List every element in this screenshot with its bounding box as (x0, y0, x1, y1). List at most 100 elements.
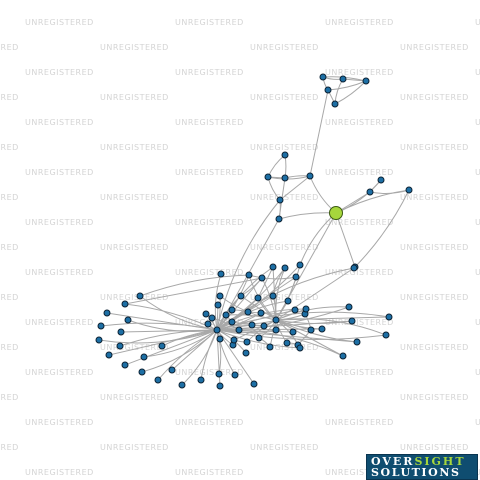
entity-node[interactable] (213, 326, 221, 334)
entity-node[interactable] (202, 310, 210, 318)
entity-node[interactable] (215, 370, 223, 378)
watermark-text: UNREGISTERED (250, 443, 319, 452)
entity-node[interactable] (324, 86, 332, 94)
entity-node[interactable] (140, 353, 148, 361)
entity-node[interactable] (284, 297, 292, 305)
entity-node[interactable] (266, 343, 274, 351)
entity-node[interactable] (237, 292, 245, 300)
watermark-text: UNREGISTERED (400, 143, 469, 152)
entity-node[interactable] (117, 328, 125, 336)
entity-node[interactable] (228, 318, 236, 326)
entity-node[interactable] (197, 376, 205, 384)
entity-node[interactable] (158, 342, 166, 350)
network-edge (216, 329, 358, 343)
watermark-text: UNREGISTERED (25, 368, 94, 377)
entity-node[interactable] (258, 274, 266, 282)
entity-node[interactable] (339, 352, 347, 360)
entity-node[interactable] (281, 264, 289, 272)
entity-node[interactable] (292, 273, 300, 281)
entity-node[interactable] (264, 173, 272, 181)
entity-node[interactable] (377, 176, 385, 184)
watermark-text: UNREGISTERED (400, 443, 469, 452)
entity-node[interactable] (296, 344, 304, 352)
entity-node[interactable] (281, 151, 289, 159)
entity-node[interactable] (275, 215, 283, 223)
entity-node[interactable] (116, 342, 124, 350)
entity-node[interactable] (95, 336, 103, 344)
entity-node[interactable] (307, 326, 315, 334)
entity-node[interactable] (306, 172, 314, 180)
entity-node[interactable] (105, 351, 113, 359)
entity-node[interactable] (272, 326, 280, 334)
entity-node[interactable] (302, 305, 310, 313)
entity-node[interactable] (318, 325, 326, 333)
entity-node[interactable] (231, 371, 239, 379)
entity-node[interactable] (385, 313, 393, 321)
entity-node[interactable] (281, 174, 289, 182)
entity-node[interactable] (244, 308, 252, 316)
entity-node[interactable] (296, 261, 304, 269)
entity-node[interactable] (353, 338, 361, 346)
watermark-text: UNREGISTERED (25, 118, 94, 127)
entity-node[interactable] (243, 338, 251, 346)
entity-node[interactable] (257, 309, 265, 317)
entity-node[interactable] (276, 196, 284, 204)
entity-node[interactable] (216, 292, 224, 300)
logo-text-sight: SIGHT (414, 455, 466, 468)
entity-node[interactable] (362, 77, 370, 85)
entity-node[interactable] (214, 301, 222, 309)
entity-node[interactable] (254, 294, 262, 302)
entity-node[interactable] (103, 309, 111, 317)
entity-node[interactable] (154, 376, 162, 384)
entity-node[interactable] (136, 292, 144, 300)
entity-node[interactable] (178, 381, 186, 389)
entity-node[interactable] (121, 300, 129, 308)
focus-entity-node[interactable] (329, 206, 343, 220)
entity-node[interactable] (331, 100, 339, 108)
watermark-text: UNREGISTERED (0, 193, 19, 202)
entity-node[interactable] (269, 263, 277, 271)
watermark-text: UNREGISTERED (400, 93, 469, 102)
entity-node[interactable] (289, 328, 297, 336)
watermark-text: UNREGISTERED (0, 443, 19, 452)
entity-node[interactable] (250, 380, 258, 388)
entity-node[interactable] (228, 306, 236, 314)
watermark-text: UNREGISTERED (475, 368, 480, 377)
entity-node[interactable] (339, 75, 347, 83)
entity-node[interactable] (405, 186, 413, 194)
network-edge (100, 322, 218, 331)
entity-node[interactable] (245, 271, 253, 279)
entity-node[interactable] (269, 292, 277, 300)
entity-node[interactable] (168, 366, 176, 374)
entity-node[interactable] (348, 317, 356, 325)
entity-node[interactable] (235, 326, 243, 334)
entity-node[interactable] (350, 264, 358, 272)
entity-node[interactable] (230, 336, 238, 344)
entity-node[interactable] (319, 73, 327, 81)
entity-node[interactable] (248, 321, 256, 329)
entity-node[interactable] (222, 311, 230, 319)
entity-node[interactable] (138, 368, 146, 376)
entity-node[interactable] (291, 306, 299, 314)
entity-node[interactable] (216, 382, 224, 390)
entity-node[interactable] (255, 334, 263, 342)
entity-node[interactable] (208, 314, 216, 322)
entity-node[interactable] (97, 322, 105, 330)
entity-node[interactable] (204, 320, 212, 328)
entity-node[interactable] (366, 188, 374, 196)
watermark-text: UNREGISTERED (250, 143, 319, 152)
entity-node[interactable] (260, 322, 268, 330)
entity-node[interactable] (242, 349, 250, 357)
entity-node[interactable] (272, 316, 280, 324)
entity-node[interactable] (345, 303, 353, 311)
entity-node[interactable] (217, 270, 225, 278)
watermark-text: UNREGISTERED (400, 193, 469, 202)
network-edge (309, 89, 329, 177)
entity-node[interactable] (124, 316, 132, 324)
entity-node[interactable] (216, 335, 224, 343)
entity-node[interactable] (121, 361, 129, 369)
entity-node[interactable] (283, 339, 291, 347)
entity-node[interactable] (382, 331, 390, 339)
watermark-text: UNREGISTERED (100, 343, 169, 352)
network-edge (267, 175, 311, 180)
